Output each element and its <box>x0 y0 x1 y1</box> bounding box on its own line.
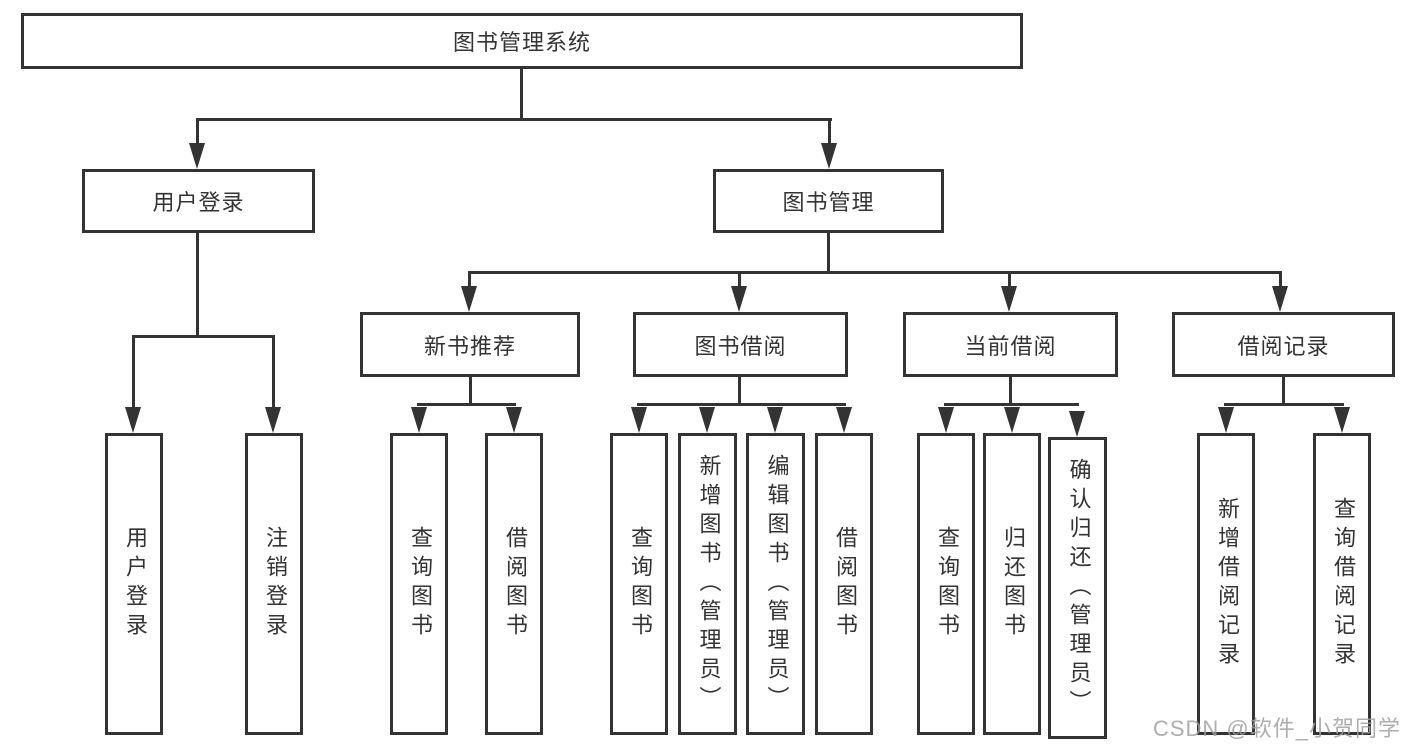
node-library-management-system: 图书管理系统 <box>21 13 1023 69</box>
connector-user-login-stem <box>196 233 199 335</box>
leaf-user-login: 用户登录 <box>105 433 163 735</box>
connector-book-borrow-split <box>637 403 846 406</box>
connector-current-borrow-stem <box>1009 377 1012 404</box>
leaf-return-book: 归还图书 <box>983 433 1041 735</box>
leaf-borrow-book-recommend: 借阅图书 <box>485 433 543 735</box>
arrow-down-icon <box>1272 286 1288 312</box>
arrow-down-icon <box>631 407 647 433</box>
node-new-book-recommend: 新书推荐 <box>360 312 580 377</box>
connector-to-new-book <box>468 271 471 288</box>
connector-book-management-split <box>468 271 1282 274</box>
arrow-down-icon <box>1334 407 1350 433</box>
connector-current-borrow-split <box>944 403 1079 406</box>
arrow-down-icon <box>461 286 477 312</box>
leaf-logout: 注销登录 <box>245 433 303 735</box>
connector-to-current-borrow <box>1008 271 1011 288</box>
node-borrow-record: 借阅记录 <box>1172 312 1395 377</box>
leaf-confirm-return-admin: 确认归还（管理员） <box>1048 437 1107 739</box>
arrow-down-icon <box>411 407 427 433</box>
node-user-login: 用户登录 <box>82 169 315 233</box>
connector-borrow-record-stem <box>1282 377 1285 404</box>
connector-to-user-login <box>196 118 199 145</box>
arrow-down-icon <box>506 407 522 433</box>
leaf-query-book-recommend: 查询图书 <box>390 433 448 735</box>
connector-new-book-split <box>417 403 516 406</box>
node-current-borrow: 当前借阅 <box>903 312 1118 377</box>
arrow-down-icon <box>1004 407 1020 433</box>
arrow-down-icon <box>125 407 141 433</box>
arrow-down-icon <box>836 407 852 433</box>
connector-book-borrow-stem <box>738 377 741 404</box>
node-book-management: 图书管理 <box>713 169 944 233</box>
arrow-down-icon <box>731 286 747 312</box>
arrow-down-icon <box>1069 411 1085 437</box>
arrow-down-icon <box>1001 286 1017 312</box>
arrow-down-icon <box>938 407 954 433</box>
leaf-query-book-borrow: 查询图书 <box>610 433 668 735</box>
leaf-add-book-admin: 新增图书（管理员） <box>678 433 737 735</box>
connector-user-login-split <box>132 335 275 338</box>
arrow-down-icon <box>821 143 837 169</box>
leaf-query-book-current: 查询图书 <box>917 433 975 735</box>
leaf-query-borrow-record: 查询借阅记录 <box>1313 433 1371 735</box>
connector-new-book-stem <box>469 377 472 404</box>
csdn-watermark: CSDN @软件_小贺同学 <box>1152 716 1401 741</box>
node-book-borrow: 图书借阅 <box>633 312 848 377</box>
leaf-edit-book-admin: 编辑图书（管理员） <box>746 433 805 735</box>
leaf-add-borrow-record: 新增借阅记录 <box>1197 433 1255 735</box>
connector-borrow-record-split <box>1224 403 1344 406</box>
connector-root-split <box>196 118 832 121</box>
connector-to-borrow-record <box>1279 271 1282 288</box>
arrow-down-icon <box>189 143 205 169</box>
leaf-borrow-book: 借阅图书 <box>815 433 873 735</box>
arrow-down-icon <box>767 407 783 433</box>
arrow-down-icon <box>265 407 281 433</box>
connector-to-book-management <box>828 118 831 145</box>
arrow-down-icon <box>699 407 715 433</box>
connector-to-leaf <box>132 335 135 409</box>
connector-root-stem <box>520 69 523 120</box>
connector-to-book-borrow <box>738 271 741 288</box>
connector-book-management-stem <box>827 233 830 271</box>
connector-to-leaf <box>272 335 275 409</box>
arrow-down-icon <box>1218 407 1234 433</box>
